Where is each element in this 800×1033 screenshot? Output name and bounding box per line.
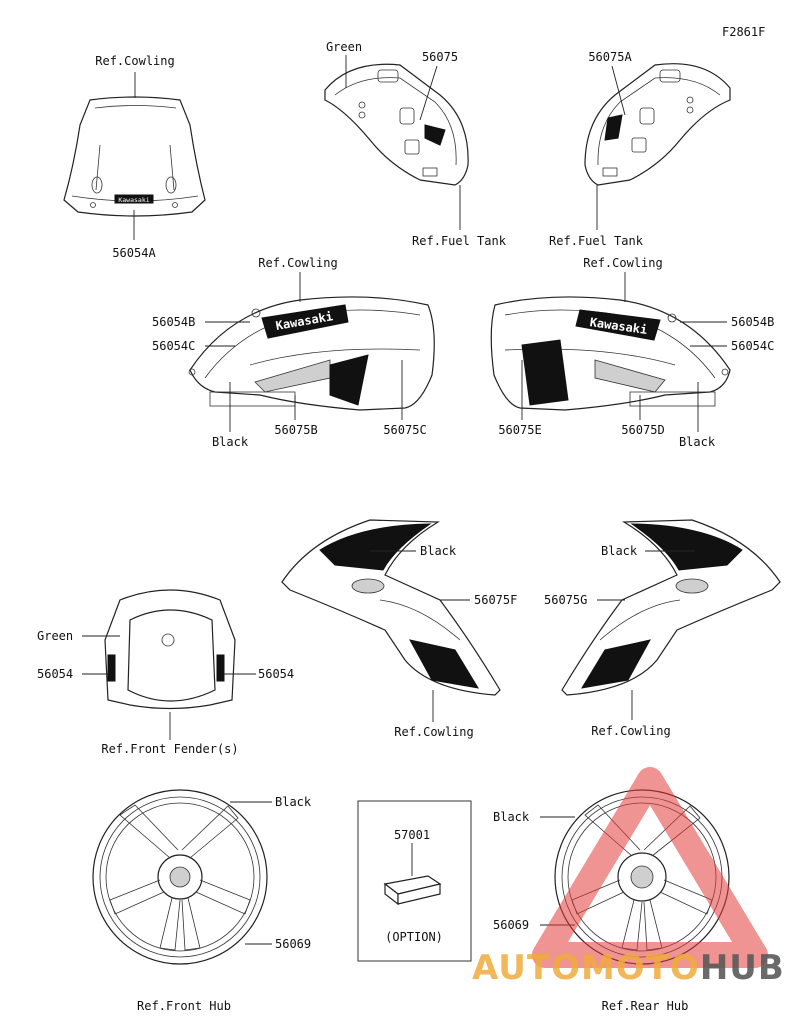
label-56054A: 56054A bbox=[112, 246, 156, 260]
label-ref-cowling-bottom-left: Ref.Cowling bbox=[394, 725, 474, 739]
label-56054-left: 56054 bbox=[37, 667, 74, 681]
label-black-front-wheel: Black bbox=[275, 795, 312, 809]
windshield-drawing: Kawasaki bbox=[63, 72, 206, 240]
label-ref-front-fender: Ref.Front Fender(s) bbox=[101, 742, 239, 756]
label-56075D: 56075D bbox=[621, 423, 665, 437]
label-56054B-right: 56054B bbox=[731, 315, 775, 329]
fuel-tank-left-drawing bbox=[324, 55, 469, 230]
label-ref-fuel-tank-left: Ref.Fuel Tank bbox=[412, 234, 506, 248]
watermark-logo-icon bbox=[532, 767, 768, 968]
inner-panel-left-drawing bbox=[281, 519, 501, 722]
side-cowl-right-drawing: Kawasaki bbox=[490, 272, 731, 432]
label-56075F: 56075F bbox=[474, 593, 518, 607]
fuel-tank-right-drawing bbox=[584, 63, 731, 230]
label-56075: 56075 bbox=[421, 50, 459, 64]
label-ref-fuel-tank-right: Ref.Fuel Tank bbox=[549, 234, 643, 248]
front-fender-drawing bbox=[82, 589, 256, 740]
watermark-text-part1: AUTOMOTO bbox=[472, 948, 700, 988]
label-option: (OPTION) bbox=[385, 930, 443, 944]
option-box-drawing bbox=[357, 800, 472, 962]
label-57001: 57001 bbox=[393, 828, 431, 842]
label-56075B: 56075B bbox=[274, 423, 318, 437]
label-green-fender: Green bbox=[37, 629, 74, 643]
label-56075G: 56075G bbox=[544, 593, 588, 607]
label-black-rear-wheel: Black bbox=[493, 810, 530, 824]
label-ref-front-hub: Ref.Front Hub bbox=[137, 999, 231, 1013]
label-56075E: 56075E bbox=[498, 423, 542, 437]
label-56069-rear: 56069 bbox=[493, 918, 530, 932]
watermark-text-part2: HUB bbox=[699, 948, 785, 988]
label-56054C-right: 56054C bbox=[731, 339, 775, 353]
label-ref-cowling-top: Ref.Cowling bbox=[95, 54, 175, 68]
watermark-text: AUTOMOTOHUB bbox=[472, 948, 785, 988]
label-56069-front: 56069 bbox=[275, 937, 312, 951]
inner-panel-right-drawing bbox=[561, 519, 781, 720]
label-ref-rear-hub: Ref.Rear Hub bbox=[601, 999, 689, 1013]
windshield-decal-text: Kawasaki bbox=[118, 196, 149, 204]
label-black-right: Black bbox=[678, 435, 716, 449]
front-wheel-drawing bbox=[92, 789, 272, 965]
label-56054-right: 56054 bbox=[258, 667, 295, 681]
label-black-panel-right: Black bbox=[601, 544, 638, 558]
label-56075A: 56075A bbox=[588, 50, 632, 64]
side-cowl-left-drawing: Kawasaki bbox=[188, 272, 435, 432]
label-56075C: 56075C bbox=[383, 423, 427, 437]
label-ref-cowling-left: Ref.Cowling bbox=[258, 256, 338, 270]
label-black-panel-left: Black bbox=[420, 544, 457, 558]
label-56054C-left: 56054C bbox=[152, 339, 196, 353]
label-green-tank: Green bbox=[325, 40, 363, 54]
label-black-left: Black bbox=[211, 435, 249, 449]
diagram-code: F2861F bbox=[722, 25, 766, 39]
label-ref-cowling-right: Ref.Cowling bbox=[583, 256, 663, 270]
label-56054B-left: 56054B bbox=[152, 315, 196, 329]
label-ref-cowling-bottom-right: Ref.Cowling bbox=[591, 724, 671, 738]
